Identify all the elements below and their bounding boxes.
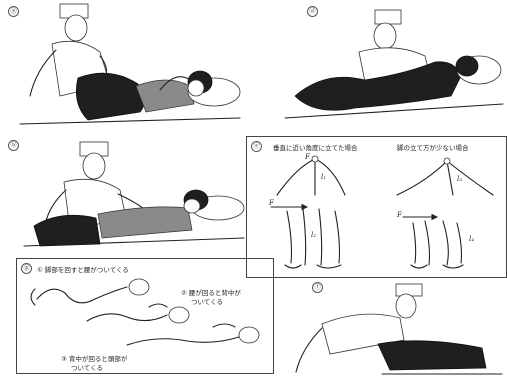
panel-a-illustration: ⓐ: [0, 0, 250, 130]
patient-face: [188, 80, 204, 96]
feet-high: [285, 265, 341, 268]
panel-e-diagram: ⓔ 垂直に近い角度に立てた場合 脚の立て方が少ない場合 F l₁ l₃ F l₂…: [246, 136, 507, 278]
rotate-arrow-2: [149, 304, 167, 307]
patient-legs-f: [378, 341, 486, 370]
panel-b-illustration: ⓑ: [0, 134, 250, 254]
patient-legs: [76, 73, 144, 120]
legs-front-low: [413, 221, 462, 265]
rotate-arrow-1: [31, 289, 35, 305]
raised-knees-low: [397, 161, 493, 195]
nurse-cap-d: [375, 10, 401, 24]
panel-b-drawing: [0, 134, 250, 254]
force-point-low: [444, 158, 450, 164]
leg-line-low: [447, 161, 453, 195]
length-l3: l₃: [457, 175, 462, 183]
length-l1: l₁: [321, 173, 326, 181]
force-label-top-left: F: [304, 153, 311, 161]
figure-3-body: [127, 337, 239, 345]
figure-2-head: [169, 307, 189, 323]
panel-d-drawing: [255, 0, 507, 130]
panel-g-diagram: ⓖ ① 脚部を回すと腰がついてくる ② 腰が回ると背中が ついてくる ③ 背中が…: [16, 258, 274, 374]
panel-e-drawing: F l₁ l₃ F l₂ F l₄: [247, 137, 506, 277]
caregiver-head-f: [396, 294, 416, 318]
caregiver-arm-f: [296, 328, 322, 372]
caregiver-head: [65, 15, 87, 41]
rotate-arrow-3: [213, 324, 235, 327]
length-l2: l₂: [311, 231, 316, 239]
panel-d-illustration: ⓓ: [255, 0, 507, 130]
force-label-bottom-left: F: [268, 199, 275, 207]
panel-f-drawing: [282, 278, 507, 376]
patient-hair-d: [456, 56, 478, 76]
force-label-bottom-right: F: [396, 211, 403, 219]
panel-a-drawing: [0, 0, 250, 130]
force-point-high: [312, 156, 318, 162]
feet-low: [411, 265, 463, 268]
patient-legs-b: [34, 215, 100, 246]
figure-1-body: [37, 287, 127, 303]
raised-knees-high: [277, 159, 345, 195]
bed-edge: [20, 118, 240, 124]
panel-f-illustration: ⓕ: [282, 278, 507, 376]
patient-torso-b: [98, 207, 192, 238]
figure-2-body: [87, 314, 167, 321]
figure-1-head: [129, 279, 149, 295]
caregiver-arm-left: [30, 50, 56, 96]
caregiver-head-d: [374, 23, 396, 49]
patient-face-b: [184, 199, 200, 213]
panel-g-drawing: [17, 259, 273, 373]
caregiver-head-b: [83, 153, 105, 179]
figure-3-head: [239, 327, 259, 343]
length-l4: l₄: [469, 235, 474, 243]
